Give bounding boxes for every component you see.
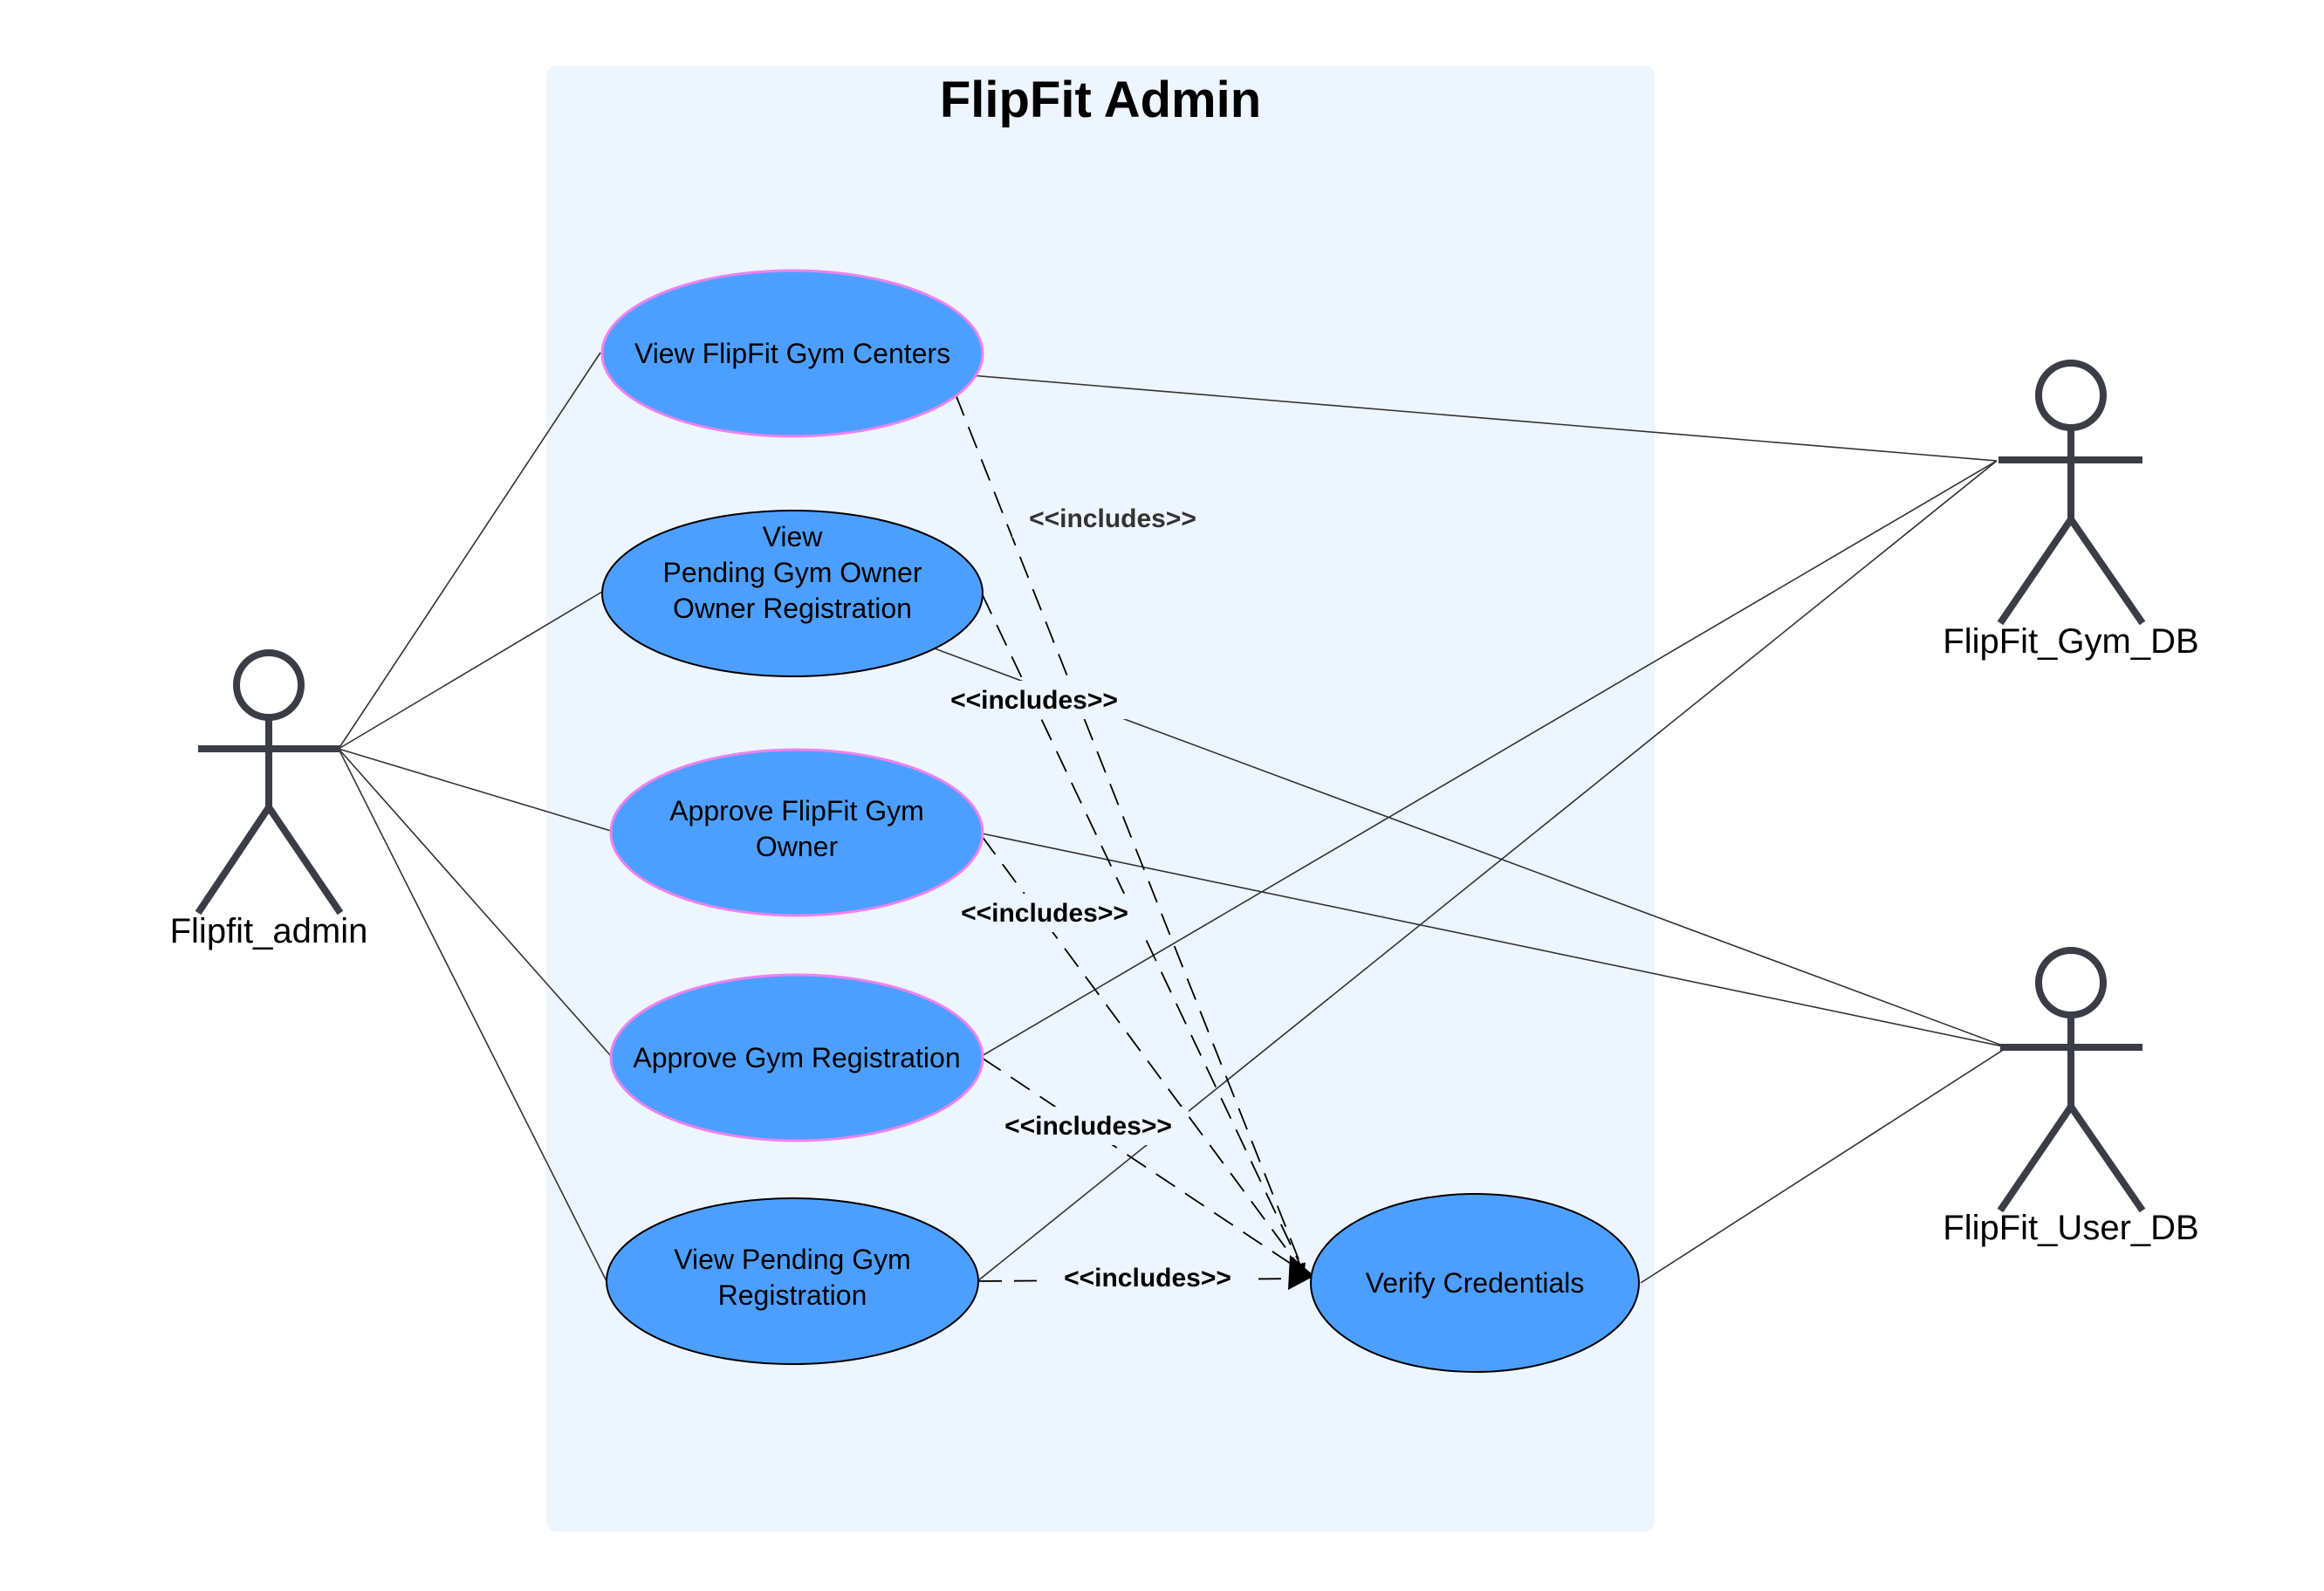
- actor-label-user-db: FlipFit_User_DB: [1943, 1209, 2198, 1247]
- assoc-admin-pending-owner: [338, 591, 603, 750]
- use-case-label: View FlipFit Gym Centers: [634, 338, 950, 369]
- include-label-5: <<includes>>: [1064, 1264, 1231, 1293]
- actor-leg-right: [2067, 517, 2146, 626]
- use-case-verify-credentials[interactable]: Verify Credentials: [1310, 1193, 1640, 1373]
- assoc-gymdb-approve-gym: [981, 460, 1998, 1057]
- system-title: FlipFit Admin: [940, 72, 1261, 128]
- assoc-userdb-approve-owner: [981, 833, 2008, 1048]
- use-case-label: Owner: [756, 831, 839, 862]
- use-case-shape: [600, 269, 984, 438]
- include-pending-gym-verify: [978, 1273, 1306, 1285]
- actor-label-admin: Flipfit_admin: [170, 912, 368, 950]
- use-case-label: View: [763, 521, 824, 552]
- include-label-3: <<includes>>: [961, 899, 1128, 928]
- admin-associations: [338, 352, 612, 1282]
- use-case-view-pending-gym[interactable]: View Pending Gym Registration: [606, 1197, 979, 1365]
- use-case-label: Approve Gym Registration: [633, 1042, 960, 1073]
- use-case-label: Verify Credentials: [1366, 1267, 1585, 1299]
- use-case-approve-owner[interactable]: Approve FlipFit Gym Owner: [609, 748, 984, 917]
- include-label-2: <<includes>>: [950, 686, 1118, 715]
- actor-label-gym-db: FlipFit_Gym_DB: [1943, 622, 2198, 661]
- use-case-approve-gym[interactable]: Approve Gym Registration: [609, 973, 984, 1142]
- assoc-admin-view-centers: [338, 352, 601, 750]
- include-view-centers-verify: [955, 394, 1306, 1274]
- actor-flipfit-admin[interactable]: [195, 649, 344, 916]
- include-label-1: <<includes>>: [1029, 504, 1196, 533]
- use-case-label: Pending Gym Owner: [662, 557, 922, 588]
- assoc-admin-pending-gym: [338, 748, 607, 1282]
- use-case-label: Registration: [718, 1279, 867, 1311]
- use-case-label: View Pending Gym: [674, 1244, 911, 1275]
- actor-head: [2035, 947, 2107, 1018]
- include-label-bg-4: [988, 1107, 1189, 1145]
- actor-leg-right: [265, 805, 344, 916]
- include-labels: <<includes>> <<includes>> <<includes>> <…: [934, 499, 1248, 1297]
- include-label-4: <<includes>>: [1004, 1112, 1172, 1141]
- include-label-bg-5: [1047, 1258, 1248, 1297]
- actor-flipfit-user-db[interactable]: [1997, 947, 2146, 1213]
- actor-leg-left: [1997, 517, 2074, 626]
- use-case-view-gym-centers[interactable]: View FlipFit Gym Centers: [600, 269, 984, 438]
- use-case-shape: [609, 973, 984, 1142]
- actor-head: [2035, 360, 2107, 431]
- use-case-shape: [606, 1197, 979, 1365]
- actor-leg-right: [2067, 1104, 2146, 1213]
- use-case-shape: [601, 510, 984, 677]
- include-label-bg-1: [1012, 499, 1213, 538]
- actor-leg-left: [1997, 1104, 2074, 1213]
- use-case-shape: [609, 748, 984, 917]
- actor-flipfit-gym-db[interactable]: [1997, 360, 2146, 626]
- use-case-label: Owner Registration: [673, 593, 912, 624]
- assoc-userdb-verify: [1640, 1046, 2008, 1284]
- use-case-shape: [1310, 1193, 1640, 1373]
- include-arrowhead: [1288, 1255, 1314, 1290]
- include-approve-gym-verify: [981, 1057, 1306, 1274]
- include-label-bg-3: [944, 894, 1145, 932]
- assoc-admin-approve-gym: [338, 748, 612, 1057]
- actor-head: [233, 649, 305, 721]
- use-case-label: Approve FlipFit Gym: [669, 795, 924, 826]
- assoc-admin-approve-owner: [338, 748, 612, 832]
- assoc-gymdb-view-centers: [970, 374, 1998, 462]
- use-case-view-pending-owner[interactable]: View Pending Gym Owner Owner Registratio…: [601, 510, 984, 677]
- include-label-bg-2: [934, 681, 1135, 719]
- actor-leg-left: [195, 805, 272, 916]
